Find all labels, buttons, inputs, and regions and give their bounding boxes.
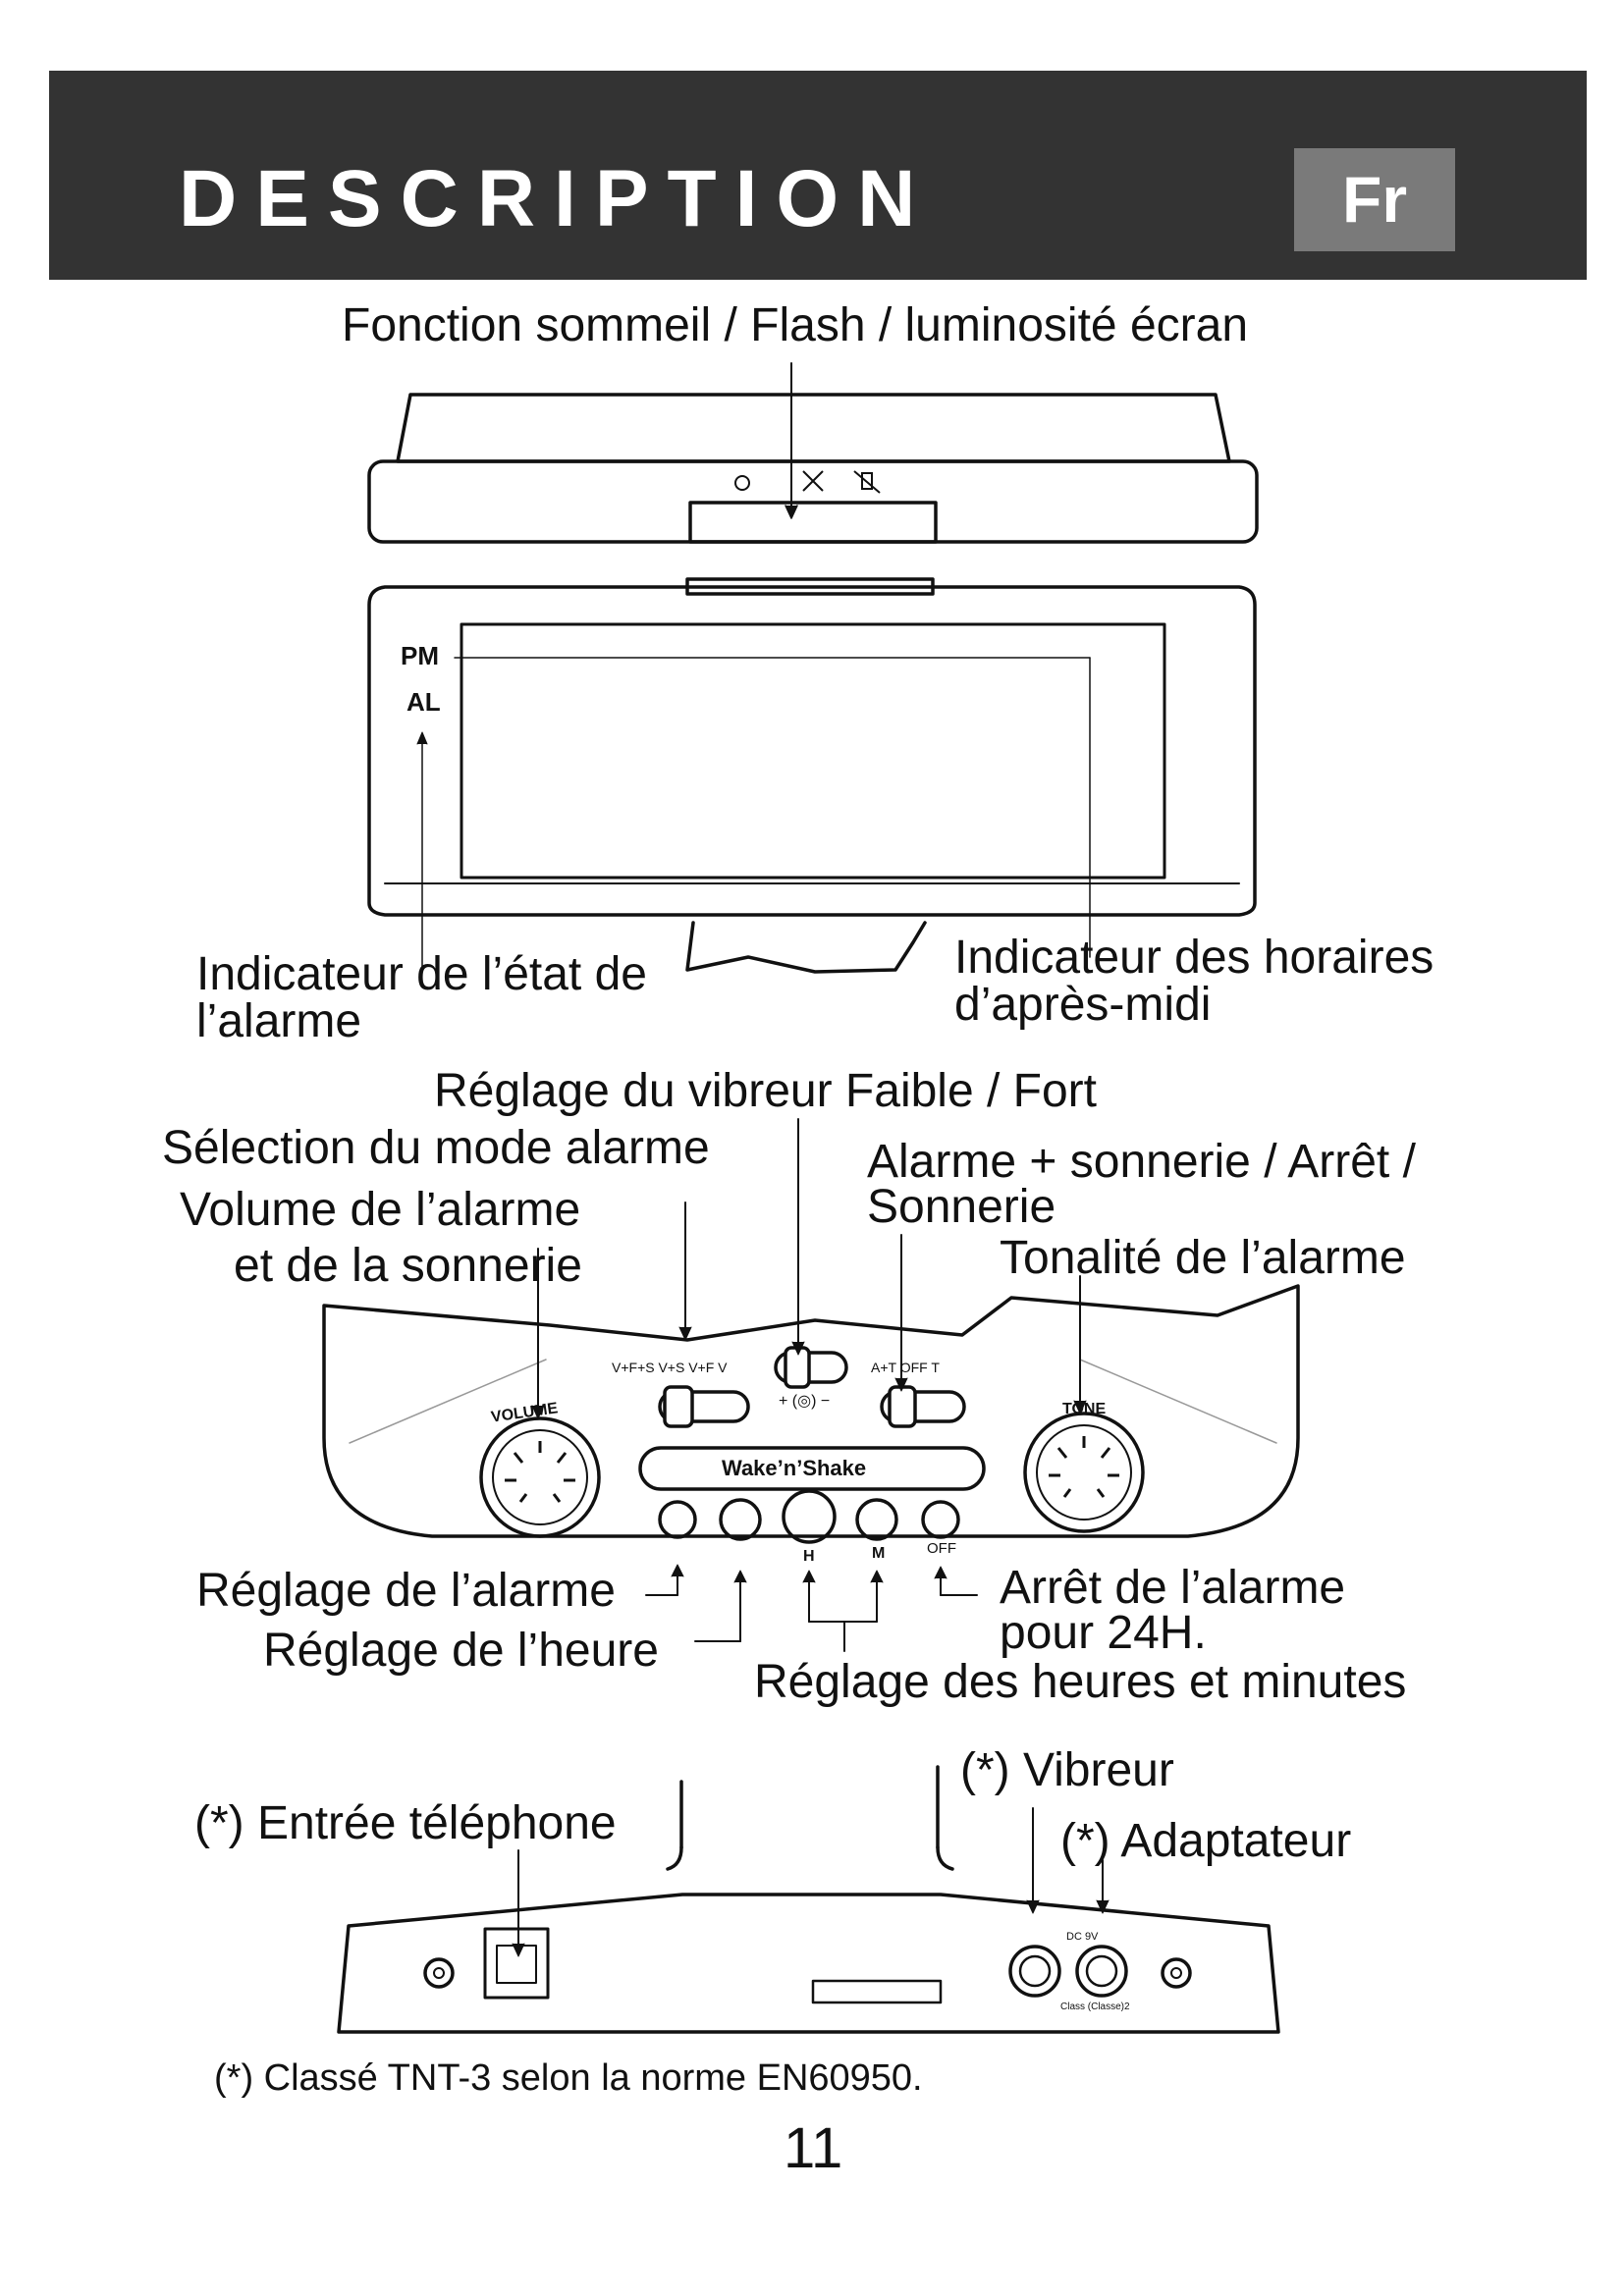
display-stand (685, 921, 927, 974)
page-title: DESCRIPTION (179, 154, 935, 243)
time-set-button (719, 1498, 762, 1541)
label-phone-input: (*) Entrée téléphone (194, 1797, 617, 1849)
vibrator-jack (1008, 1945, 1061, 1998)
screw-left (423, 1957, 455, 1989)
label-adapter: (*) Adaptateur (1060, 1815, 1352, 1867)
language-badge: Fr (1294, 148, 1455, 251)
page-number: 11 (784, 2116, 843, 2180)
minute-button-label: M (872, 1545, 886, 1562)
label-volume-2: et de la sonnerie (234, 1240, 582, 1292)
back-view-outline (337, 1893, 1280, 2034)
label-top-functions: Fonction sommeil / Flash / luminosité éc… (342, 299, 1249, 351)
minute-button (855, 1498, 898, 1541)
label-pm-indicator-2: d’après-midi (954, 979, 1212, 1031)
header-band: DESCRIPTION Fr (49, 71, 1587, 280)
hour-button (782, 1489, 837, 1544)
class-label: Class (Classe)2 (1060, 2002, 1130, 2012)
dc-jack (1075, 1945, 1128, 1998)
label-alarm-ring-1: Alarme + sonnerie / Arrêt / (867, 1136, 1416, 1188)
label-alarm-state-1: Indicateur de l’état de (196, 948, 647, 1000)
label-time-setting: Réglage de l’heure (263, 1625, 659, 1677)
off-button-label: OFF (927, 1540, 956, 1557)
label-tone: Tonalité de l’alarme (1000, 1232, 1406, 1284)
display-tab (685, 577, 935, 596)
al-indicator: AL (406, 687, 441, 717)
phone-jack (483, 1927, 550, 2000)
label-hours-minutes: Réglage des heures et minutes (754, 1656, 1407, 1708)
label-alarm-state-2: l’alarme (196, 995, 362, 1047)
dc-label: DC 9V (1066, 1931, 1099, 1943)
label-volume-1: Volume de l’alarme (180, 1184, 581, 1236)
control-panel-outline (322, 1284, 1300, 1538)
mode-switch-label: V+F+S V+S V+F V (612, 1360, 728, 1375)
label-alarm-off-1: Arrêt de l’alarme (1000, 1562, 1346, 1614)
off-button (921, 1500, 960, 1539)
footnote: (*) Classé TNT-3 selon la norme EN60950. (214, 2057, 923, 2099)
tone-knob (1023, 1412, 1145, 1533)
pm-indicator: PM (401, 641, 439, 670)
vibration-switch (774, 1351, 848, 1384)
hour-button-label: H (803, 1548, 815, 1565)
display-body (367, 585, 1257, 917)
label-alarm-setting: Réglage de l’alarme (196, 1565, 616, 1617)
label-vibrator: (*) Vibreur (960, 1744, 1174, 1796)
top-lid (396, 393, 1231, 463)
top-button-bar (688, 501, 938, 544)
vibration-switch-label: + (◎) − (779, 1393, 831, 1410)
mute-icon (861, 472, 873, 490)
label-vibration-level: Réglage du vibreur Faible / Fort (434, 1065, 1097, 1117)
display-screen (460, 622, 1166, 880)
brand-strip (638, 1446, 986, 1491)
tone-label: TONE (1062, 1401, 1107, 1417)
mode-switch (658, 1390, 750, 1423)
sleep-icon (734, 475, 750, 491)
alarm-set-button (658, 1500, 697, 1539)
sound-switch (880, 1390, 966, 1423)
label-pm-indicator-1: Indicateur des horaires (954, 932, 1435, 984)
label-alarm-mode: Sélection du mode alarme (162, 1122, 710, 1174)
brand-label: Wake’n’Shake (722, 1456, 867, 1480)
label-alarm-ring-2: Sonnerie (867, 1181, 1056, 1233)
volume-knob (479, 1416, 601, 1538)
sound-switch-label: A+T OFF T (871, 1360, 940, 1375)
label-alarm-off-2: pour 24H. (1000, 1607, 1207, 1659)
screw-right (1161, 1957, 1192, 1989)
